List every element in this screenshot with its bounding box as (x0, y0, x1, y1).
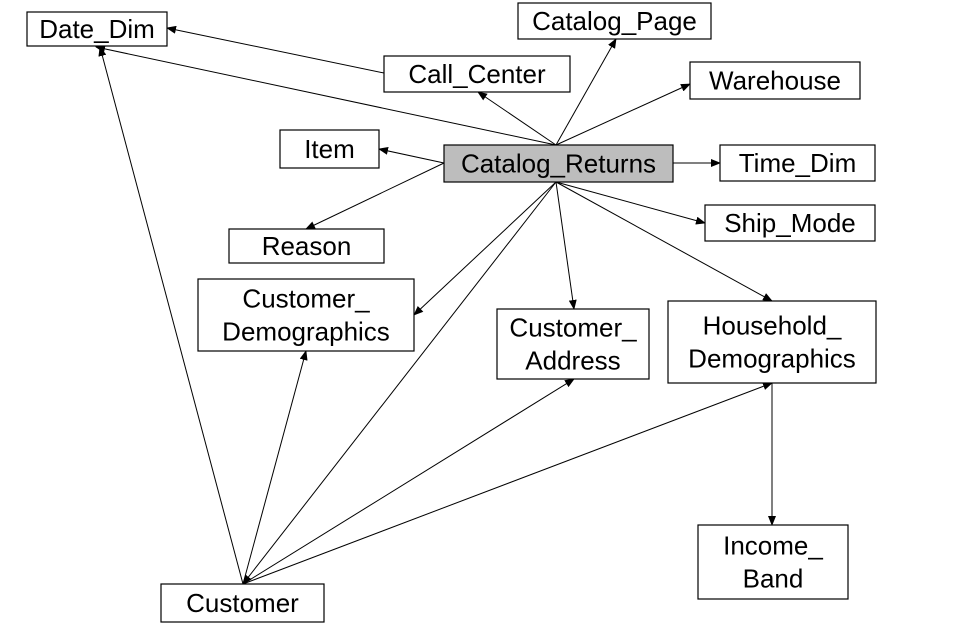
node-box-household-demographics (667, 300, 877, 384)
node-box-customer-address (496, 308, 650, 380)
edge-catalog-returns-to-reason (305, 162, 445, 230)
node-label-item: Item (304, 134, 355, 164)
node-label-household-demographics: Household_ (703, 311, 842, 341)
edge-customer-to-date-dim (98, 46, 244, 585)
node-box-call-center (383, 55, 571, 93)
node-box-date-dim (26, 11, 168, 47)
node-box-reason (228, 228, 385, 264)
node-label-time-dim: Time_Dim (739, 148, 856, 178)
node-label-ship-mode: Ship_Mode (724, 208, 856, 238)
node-box-item (279, 129, 380, 169)
edge-catalog-returns-to-ship-mode (555, 181, 706, 225)
node-income-band: Income_Band (697, 524, 849, 600)
edge-customer-to-household-demographics (242, 382, 773, 585)
edges-layer (95, 25, 776, 585)
node-label-customer-address: Address (525, 346, 620, 376)
edge-catalog-returns-to-item (378, 146, 445, 164)
node-box-warehouse (689, 61, 861, 100)
node-box-customer-demographics (197, 278, 415, 352)
edge-catalog-returns-to-customer-demographics (413, 181, 557, 316)
edge-catalog-returns-to-warehouse (555, 83, 691, 146)
node-household-demographics: Household_Demographics (667, 300, 877, 384)
node-label-income-band: Band (743, 564, 804, 594)
node-label-catalog-page: Catalog_Page (532, 6, 697, 36)
node-label-customer-address: Customer_ (509, 313, 637, 343)
node-catalog-returns: Catalog_Returns (443, 144, 674, 183)
node-reason: Reason (228, 228, 385, 264)
node-item: Item (279, 129, 380, 169)
node-box-customer (160, 583, 325, 623)
edge-call-center-to-date-dim (166, 25, 385, 74)
edge-catalog-returns-to-date-dim (95, 44, 557, 146)
node-box-catalog-returns (443, 144, 674, 183)
node-box-income-band (697, 524, 849, 600)
node-call-center: Call_Center (383, 55, 571, 93)
edge-catalog-returns-to-call-center (477, 91, 557, 146)
node-box-catalog-page (517, 2, 712, 40)
node-label-date-dim: Date_Dim (39, 14, 155, 44)
node-label-income-band: Income_ (723, 531, 823, 561)
node-label-warehouse: Warehouse (709, 66, 841, 96)
node-label-customer: Customer (186, 588, 299, 618)
node-customer: Customer (160, 583, 325, 623)
node-label-customer-demographics: Demographics (222, 317, 390, 347)
node-label-reason: Reason (262, 231, 352, 261)
edge-catalog-returns-to-household-demographics (555, 181, 773, 302)
edge-catalog-returns-to-catalog-page (555, 38, 617, 146)
edge-catalog-returns-to-customer (242, 181, 557, 585)
node-time-dim: Time_Dim (719, 144, 876, 182)
node-customer-demographics: Customer_Demographics (197, 278, 415, 352)
node-label-call-center: Call_Center (408, 59, 546, 89)
edge-customer-to-customer-demographics (242, 350, 308, 585)
node-label-customer-demographics: Customer_ (242, 284, 370, 314)
edge-catalog-returns-to-customer-address (555, 181, 577, 310)
node-box-time-dim (719, 144, 876, 182)
node-date-dim: Date_Dim (26, 11, 168, 47)
node-customer-address: Customer_Address (496, 308, 650, 380)
node-ship-mode: Ship_Mode (704, 204, 876, 242)
edge-customer-to-customer-address (242, 378, 575, 585)
node-label-catalog-returns: Catalog_Returns (461, 149, 656, 179)
node-label-household-demographics: Demographics (688, 344, 856, 374)
node-catalog-page: Catalog_Page (517, 2, 712, 40)
node-warehouse: Warehouse (689, 61, 861, 100)
node-box-ship-mode (704, 204, 876, 242)
